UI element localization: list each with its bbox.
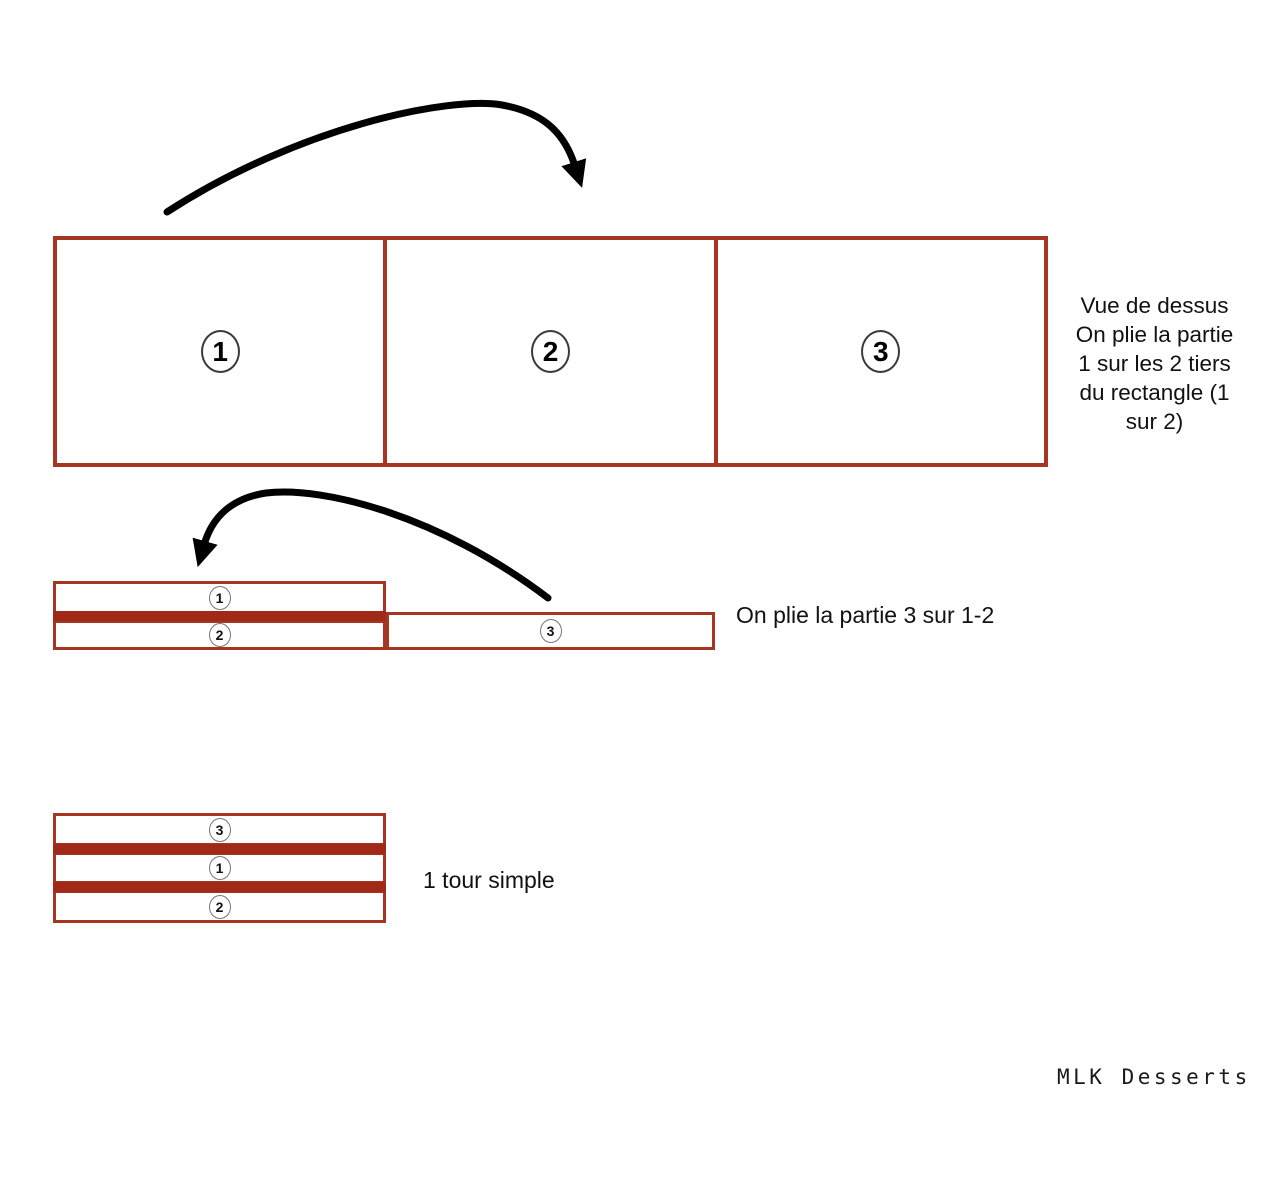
part-number-badge: 1 bbox=[200, 330, 240, 373]
step3-layer-top: 3 bbox=[53, 813, 386, 846]
step2-fold-line bbox=[53, 611, 386, 621]
step1-cell-1: 1 bbox=[57, 240, 384, 463]
step2-layer-1: 1 bbox=[53, 581, 386, 614]
step3-fold-line-lower bbox=[53, 882, 386, 892]
part-number-badge: 2 bbox=[208, 894, 231, 919]
step1-caption-line: On plie la partie bbox=[1075, 322, 1234, 347]
step1-caption-line: Vue de dessus bbox=[1080, 293, 1229, 318]
part-number-badge: 2 bbox=[530, 330, 570, 373]
step2-layer-3: 3 bbox=[386, 612, 715, 650]
fold-arrow-right-icon bbox=[163, 99, 587, 216]
step1-rectangle: 1 2 3 bbox=[53, 236, 1048, 467]
part-number-badge: 2 bbox=[208, 623, 231, 647]
step3-fold-line-upper bbox=[53, 844, 386, 854]
step2-layer-2: 2 bbox=[53, 620, 386, 650]
part-number-badge: 3 bbox=[539, 619, 562, 643]
step3-layer-middle: 1 bbox=[53, 852, 386, 884]
brand-watermark: MLK Desserts bbox=[1057, 1065, 1251, 1089]
step2-caption: On plie la partie 3 sur 1-2 bbox=[736, 602, 995, 628]
part-number-badge: 1 bbox=[208, 856, 231, 880]
step1-caption: Vue de dessus On plie la partie 1 sur le… bbox=[1052, 291, 1257, 436]
step1-caption-line: sur 2) bbox=[1125, 409, 1184, 434]
part-number-badge: 3 bbox=[861, 330, 901, 373]
step1-cell-2: 2 bbox=[383, 240, 714, 463]
part-number-badge: 3 bbox=[208, 817, 231, 842]
step1-cell-3: 3 bbox=[713, 240, 1044, 463]
step1-caption-line: 1 sur les 2 tiers bbox=[1078, 351, 1231, 376]
step1-caption-line: du rectangle (1 bbox=[1079, 380, 1230, 405]
step3-caption: 1 tour simple bbox=[423, 867, 555, 893]
part-number-badge: 1 bbox=[208, 585, 231, 610]
step3-layer-bottom: 2 bbox=[53, 890, 386, 923]
